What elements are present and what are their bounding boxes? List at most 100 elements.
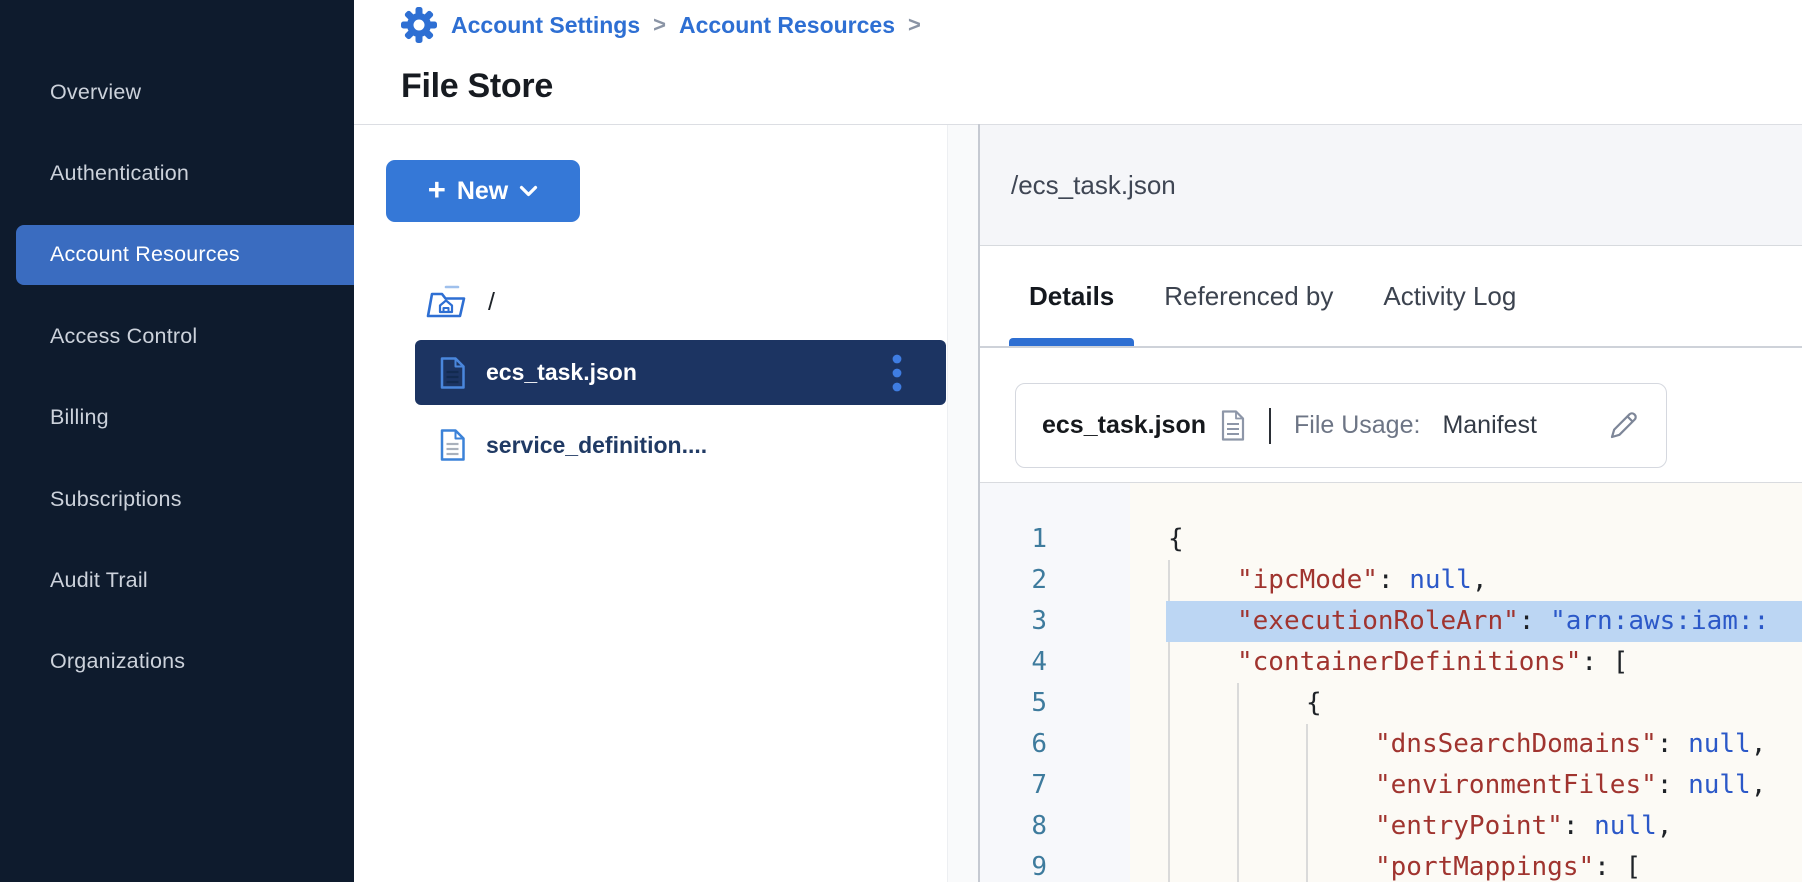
file-detail-panel: /ecs_task.json Details Referenced by Activ… bbox=[980, 125, 1802, 882]
indent-guide bbox=[1168, 847, 1170, 882]
line-number: 7 bbox=[1031, 770, 1047, 800]
code-line-text: "executionRoleArn": "arn:aws:iam:: bbox=[1237, 606, 1770, 636]
line-number: 3 bbox=[1031, 606, 1047, 636]
line-number: 2 bbox=[1031, 565, 1047, 595]
file-name: service_definition.... bbox=[486, 431, 708, 458]
code-line-text: "portMappings": [ bbox=[1375, 852, 1642, 882]
chevron-down-icon bbox=[520, 185, 538, 197]
indent-guide bbox=[1168, 724, 1170, 765]
sidebar-item-label: Organizations bbox=[50, 649, 186, 674]
line-number: 4 bbox=[1031, 647, 1047, 677]
panel-divider bbox=[978, 124, 980, 882]
new-button[interactable]: + New bbox=[386, 160, 580, 222]
sidebar-item-label: Subscriptions bbox=[50, 486, 182, 511]
code-line: { bbox=[1130, 683, 1802, 724]
indent-guide bbox=[1306, 765, 1308, 806]
code-line: "entryPoint": null, bbox=[1130, 806, 1802, 847]
detail-header: /ecs_task.json bbox=[980, 125, 1802, 246]
file-row-ecs-task-json[interactable]: ecs_task.json bbox=[415, 340, 946, 405]
line-number: 1 bbox=[1031, 524, 1047, 554]
code-line-text: "dnsSearchDomains": null, bbox=[1375, 729, 1767, 759]
breadcrumb-separator: > bbox=[908, 12, 921, 37]
code-line: { bbox=[1130, 519, 1802, 560]
sidebar-item-label: Authentication bbox=[50, 160, 190, 185]
sidebar-item-account-resources[interactable]: Account Resources bbox=[16, 224, 354, 285]
indent-guide bbox=[1168, 683, 1170, 724]
code-line-text: "entryPoint": null, bbox=[1375, 811, 1673, 841]
indent-guide bbox=[1168, 560, 1170, 601]
line-number: 8 bbox=[1031, 811, 1047, 841]
sidebar-item-label: Account Resources bbox=[50, 242, 240, 267]
document-icon bbox=[1221, 410, 1245, 441]
code-pane[interactable]: { "ipcMode": null, "executionRoleArn": "ar… bbox=[1130, 483, 1802, 882]
code-line-text: "environmentFiles": null, bbox=[1375, 770, 1767, 800]
sidebar-item-label: Overview bbox=[50, 79, 142, 104]
breadcrumb: Account Settings > Account Resources > bbox=[400, 6, 921, 44]
tree-scrollbar[interactable] bbox=[947, 125, 978, 882]
file-icon bbox=[440, 429, 465, 461]
sidebar-item-access-control[interactable]: Access Control bbox=[0, 306, 354, 366]
code-line-text: { bbox=[1306, 688, 1322, 718]
file-path: /ecs_task.json bbox=[1011, 169, 1176, 200]
code-line-text: { bbox=[1168, 524, 1184, 554]
card-divider bbox=[1269, 407, 1271, 444]
file-tree-panel: + New / ecs_task.json bbox=[354, 125, 978, 882]
code-line: "containerDefinitions": [ bbox=[1130, 642, 1802, 683]
root-folder-row[interactable]: / bbox=[424, 277, 495, 327]
file-info-card: ecs_task.json File Usage: Manifest bbox=[1015, 383, 1667, 468]
line-number: 9 bbox=[1031, 852, 1047, 882]
sidebar-item-organizations[interactable]: Organizations bbox=[0, 632, 354, 692]
code-line: "ipcMode": null, bbox=[1130, 560, 1802, 601]
tab-activity-log[interactable]: Activity Log bbox=[1383, 280, 1517, 311]
breadcrumb-separator: > bbox=[653, 12, 666, 37]
file-icon bbox=[440, 356, 465, 389]
line-number: 5 bbox=[1031, 688, 1047, 718]
file-card-name: ecs_task.json bbox=[1042, 411, 1206, 439]
indent-guide bbox=[1237, 724, 1239, 765]
indent-guide bbox=[1306, 847, 1308, 882]
indent-guide bbox=[1168, 642, 1170, 683]
code-line: "environmentFiles": null, bbox=[1130, 765, 1802, 806]
sidebar-item-subscriptions[interactable]: Subscriptions bbox=[0, 469, 354, 529]
breadcrumb-link-account-settings[interactable]: Account Settings bbox=[451, 11, 641, 38]
sidebar-item-authentication[interactable]: Authentication bbox=[0, 143, 354, 203]
code-line: "dnsSearchDomains": null, bbox=[1130, 724, 1802, 765]
page-title: File Store bbox=[401, 66, 553, 105]
kebab-menu-icon[interactable] bbox=[892, 354, 902, 392]
breadcrumb-link-account-resources[interactable]: Account Resources bbox=[678, 11, 895, 38]
root-folder-label: / bbox=[488, 287, 495, 316]
sidebar-item-label: Access Control bbox=[50, 323, 198, 348]
tab-referenced-by[interactable]: Referenced by bbox=[1164, 280, 1334, 311]
sidebar-item-overview[interactable]: Overview bbox=[0, 62, 354, 122]
file-usage-label: File Usage: bbox=[1294, 411, 1421, 439]
indent-guide bbox=[1168, 806, 1170, 847]
indent-guide bbox=[1237, 683, 1239, 724]
file-list: ecs_task.json service_definition.... bbox=[354, 125, 978, 882]
code-line-text: "ipcMode": null, bbox=[1237, 565, 1488, 595]
plus-icon: + bbox=[427, 172, 446, 207]
edit-icon[interactable] bbox=[1606, 409, 1640, 443]
file-row-service-definition[interactable]: service_definition.... bbox=[415, 418, 946, 472]
code-line-text: "containerDefinitions": [ bbox=[1237, 647, 1629, 677]
code-line: "executionRoleArn": "arn:aws:iam:: bbox=[1130, 601, 1802, 642]
indent-guide bbox=[1237, 847, 1239, 882]
breadcrumb-items: Account Settings > Account Resources > bbox=[451, 12, 921, 39]
indent-guide bbox=[1237, 806, 1239, 847]
home-folder-icon bbox=[426, 285, 466, 318]
code-gutter: 1 2 3 4 5 6 7 8 9 bbox=[980, 483, 1130, 882]
file-usage-value: Manifest bbox=[1442, 411, 1537, 439]
new-button-label: New bbox=[456, 176, 509, 205]
sidebar-item-billing[interactable]: Billing bbox=[0, 388, 354, 448]
sidebar-item-audit-trail[interactable]: Audit Trail bbox=[0, 550, 354, 610]
highlighted-line-bg bbox=[1166, 601, 1802, 642]
gear-icon bbox=[401, 7, 437, 43]
tab-details[interactable]: Details bbox=[1009, 246, 1135, 346]
indent-guide bbox=[1306, 724, 1308, 765]
line-number: 6 bbox=[1031, 729, 1047, 759]
tab-bar: Details Referenced by Activity Log bbox=[980, 246, 1802, 348]
indent-guide bbox=[1306, 806, 1308, 847]
indent-guide bbox=[1237, 765, 1239, 806]
code-viewer: 1 2 3 4 5 6 7 8 9 { "ipcMode": null, "executionRol… bbox=[980, 482, 1802, 882]
